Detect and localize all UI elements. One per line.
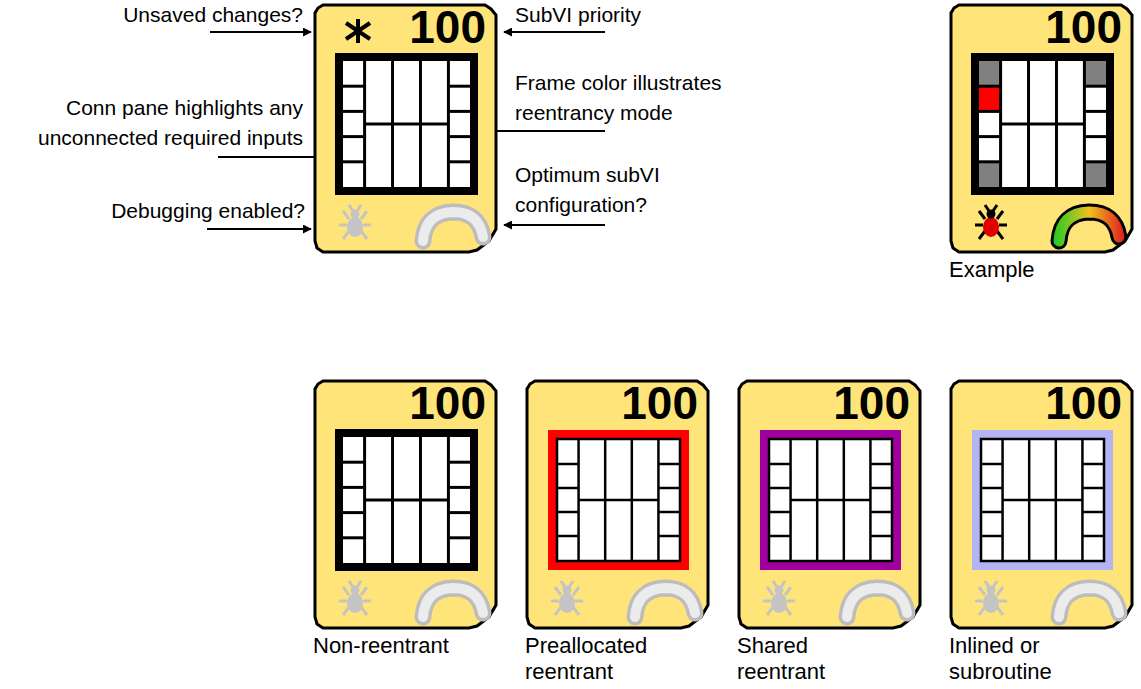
subvi-icon: 100Shared reentrant <box>737 379 924 631</box>
annotation-label: SubVI priority <box>515 0 765 30</box>
leader-arrow <box>504 31 605 33</box>
annotation-label: Optimum subVI configuration? <box>515 160 765 220</box>
priority-number: 100 <box>621 378 698 428</box>
icon-caption: Inlined or subroutine <box>949 633 1109 685</box>
icon-caption: Preallocated reentrant <box>525 633 685 685</box>
leader-arrow <box>481 130 605 132</box>
subvi-icon: 100Non-reentrant <box>313 379 500 631</box>
leader-arrow <box>504 224 605 226</box>
annotation-label: Conn pane highlights any unconnected req… <box>3 93 303 153</box>
subvi-icon: 100Preallocated reentrant <box>525 379 712 631</box>
subvi-icon: 100Example <box>949 3 1136 255</box>
annotation-label: Debugging enabled? <box>3 196 305 226</box>
icon-caption: Non-reentrant <box>313 633 473 659</box>
icon-caption: Example <box>949 257 1109 283</box>
annotation-label: Frame color illustrates reentrancy mode <box>515 68 765 128</box>
leader-arrow <box>210 31 311 33</box>
priority-number: 100 <box>1045 378 1122 428</box>
priority-number: 100 <box>833 378 910 428</box>
priority-number: 100 <box>409 2 486 52</box>
priority-number: 100 <box>409 378 486 428</box>
icon-caption: Shared reentrant <box>737 633 897 685</box>
annotation-label: Unsaved changes? <box>3 0 303 30</box>
subvi-icon: 100Inlined or subroutine <box>949 379 1136 631</box>
subvi-icon: 100 <box>313 3 500 255</box>
leader-arrow <box>207 228 311 230</box>
priority-number: 100 <box>1045 2 1122 52</box>
